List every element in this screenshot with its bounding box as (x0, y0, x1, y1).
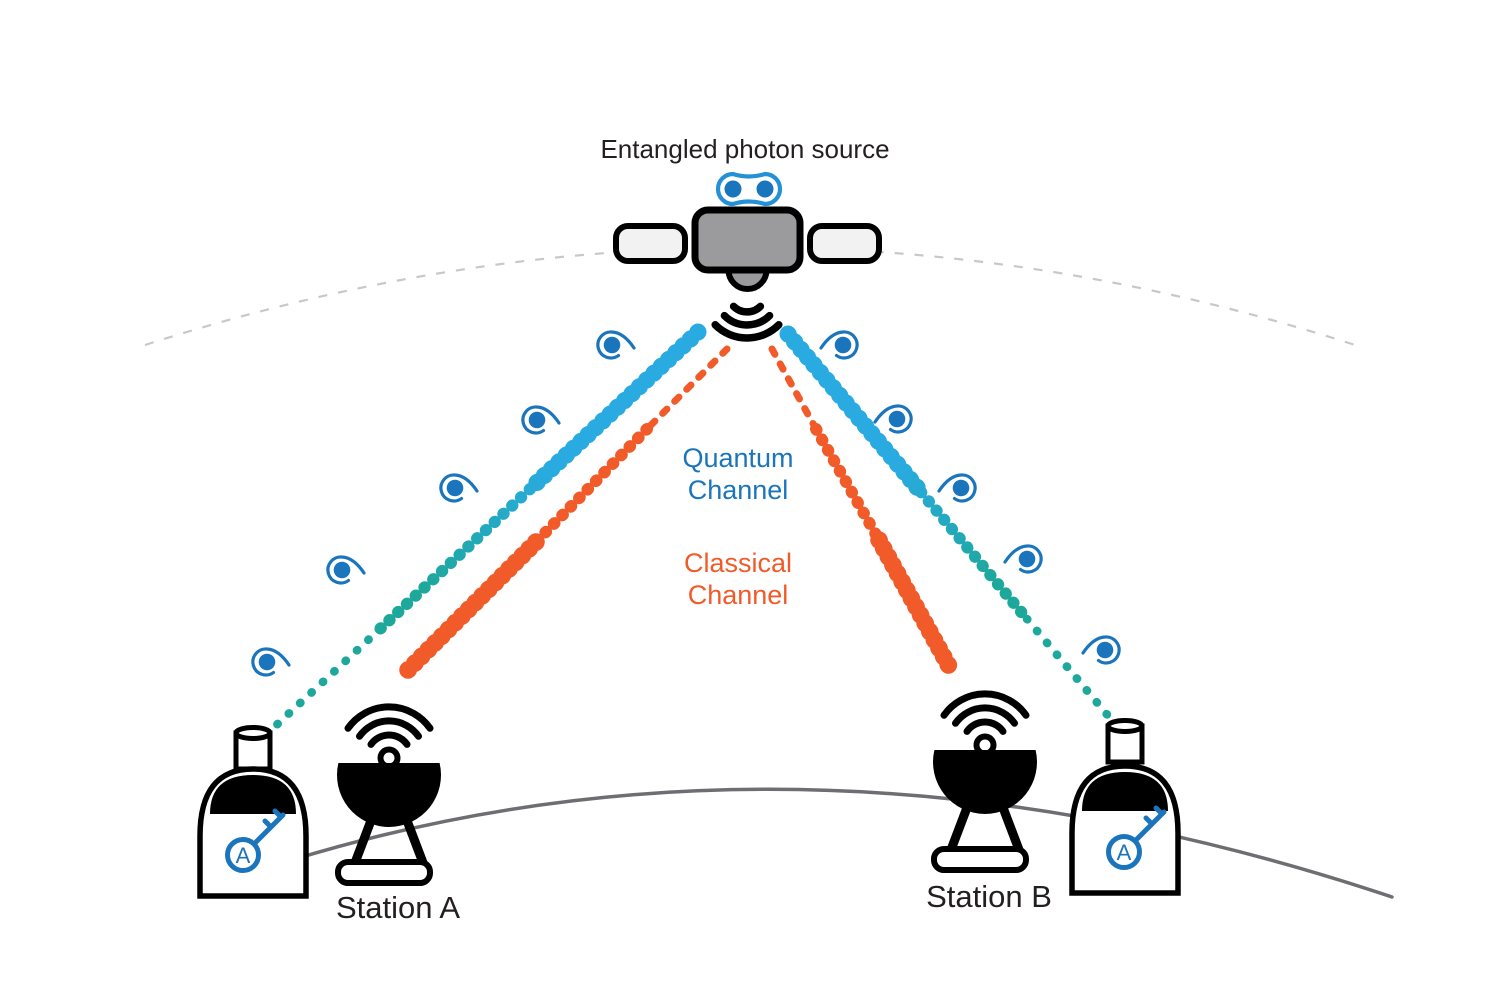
entangled-photon-pair-icon (715, 171, 783, 207)
satellite-panel-right (807, 223, 882, 264)
quantum-beam-left (251, 323, 707, 749)
wifi-signal-icon (344, 703, 434, 748)
photon-comet-icon (326, 555, 366, 585)
quantum-channel-line1: Quantum (682, 443, 793, 473)
container-dome-fill (1082, 772, 1168, 811)
classical-beam-left (399, 345, 731, 679)
quantum-channel-label: Quantum Channel (682, 443, 793, 505)
dish-base (335, 859, 433, 886)
station-a-label: Station A (336, 890, 460, 925)
dish-base (931, 846, 1029, 873)
dish-bowl (933, 750, 1037, 814)
photon-comet-icon (873, 404, 913, 434)
photon-comet-icon (937, 473, 977, 503)
key-letter-a: A (236, 843, 251, 868)
key-icon: A (225, 808, 286, 873)
key-container-a: A (197, 725, 309, 899)
station-b-label: Station B (926, 879, 1052, 914)
quantum-beam-right (779, 325, 1125, 735)
photon-comet-icon (439, 473, 479, 503)
photon-comet-icon (819, 330, 859, 360)
satellite-panel-left (613, 223, 688, 264)
container-dome-fill (210, 775, 296, 814)
key-container-b: A (1069, 718, 1181, 896)
photon-comet-icon (596, 330, 636, 360)
photon-comet-icon (1081, 635, 1121, 665)
wifi-signal-icon (940, 690, 1030, 735)
satellite-icon (613, 171, 882, 342)
key-icon: A (1106, 805, 1167, 870)
station-b-dish (931, 690, 1037, 873)
classical-channel-line2: Channel (688, 580, 789, 610)
key-letter-b: A (1117, 840, 1132, 865)
signal-waves-down-icon (711, 302, 783, 342)
classical-channel-label: Classical Channel (684, 548, 792, 610)
dish-bowl (337, 763, 441, 827)
classical-beam-right (768, 345, 959, 677)
diagram-title: Entangled photon source (600, 134, 889, 164)
photon-comet-icon (1003, 544, 1043, 574)
ground-curve (290, 787, 1394, 899)
quantum-channel-line2: Channel (688, 475, 789, 505)
satellite-body (691, 206, 804, 274)
station-a-dish (335, 703, 441, 886)
orbit-dashed-arc (144, 246, 1356, 347)
container-neck-opening (233, 725, 273, 741)
classical-channel-line1: Classical (684, 548, 792, 578)
photon-comet-icon (251, 647, 291, 677)
photon-comet-icon (521, 405, 561, 435)
container-neck-opening (1105, 718, 1145, 734)
satellite-lens (725, 267, 770, 292)
